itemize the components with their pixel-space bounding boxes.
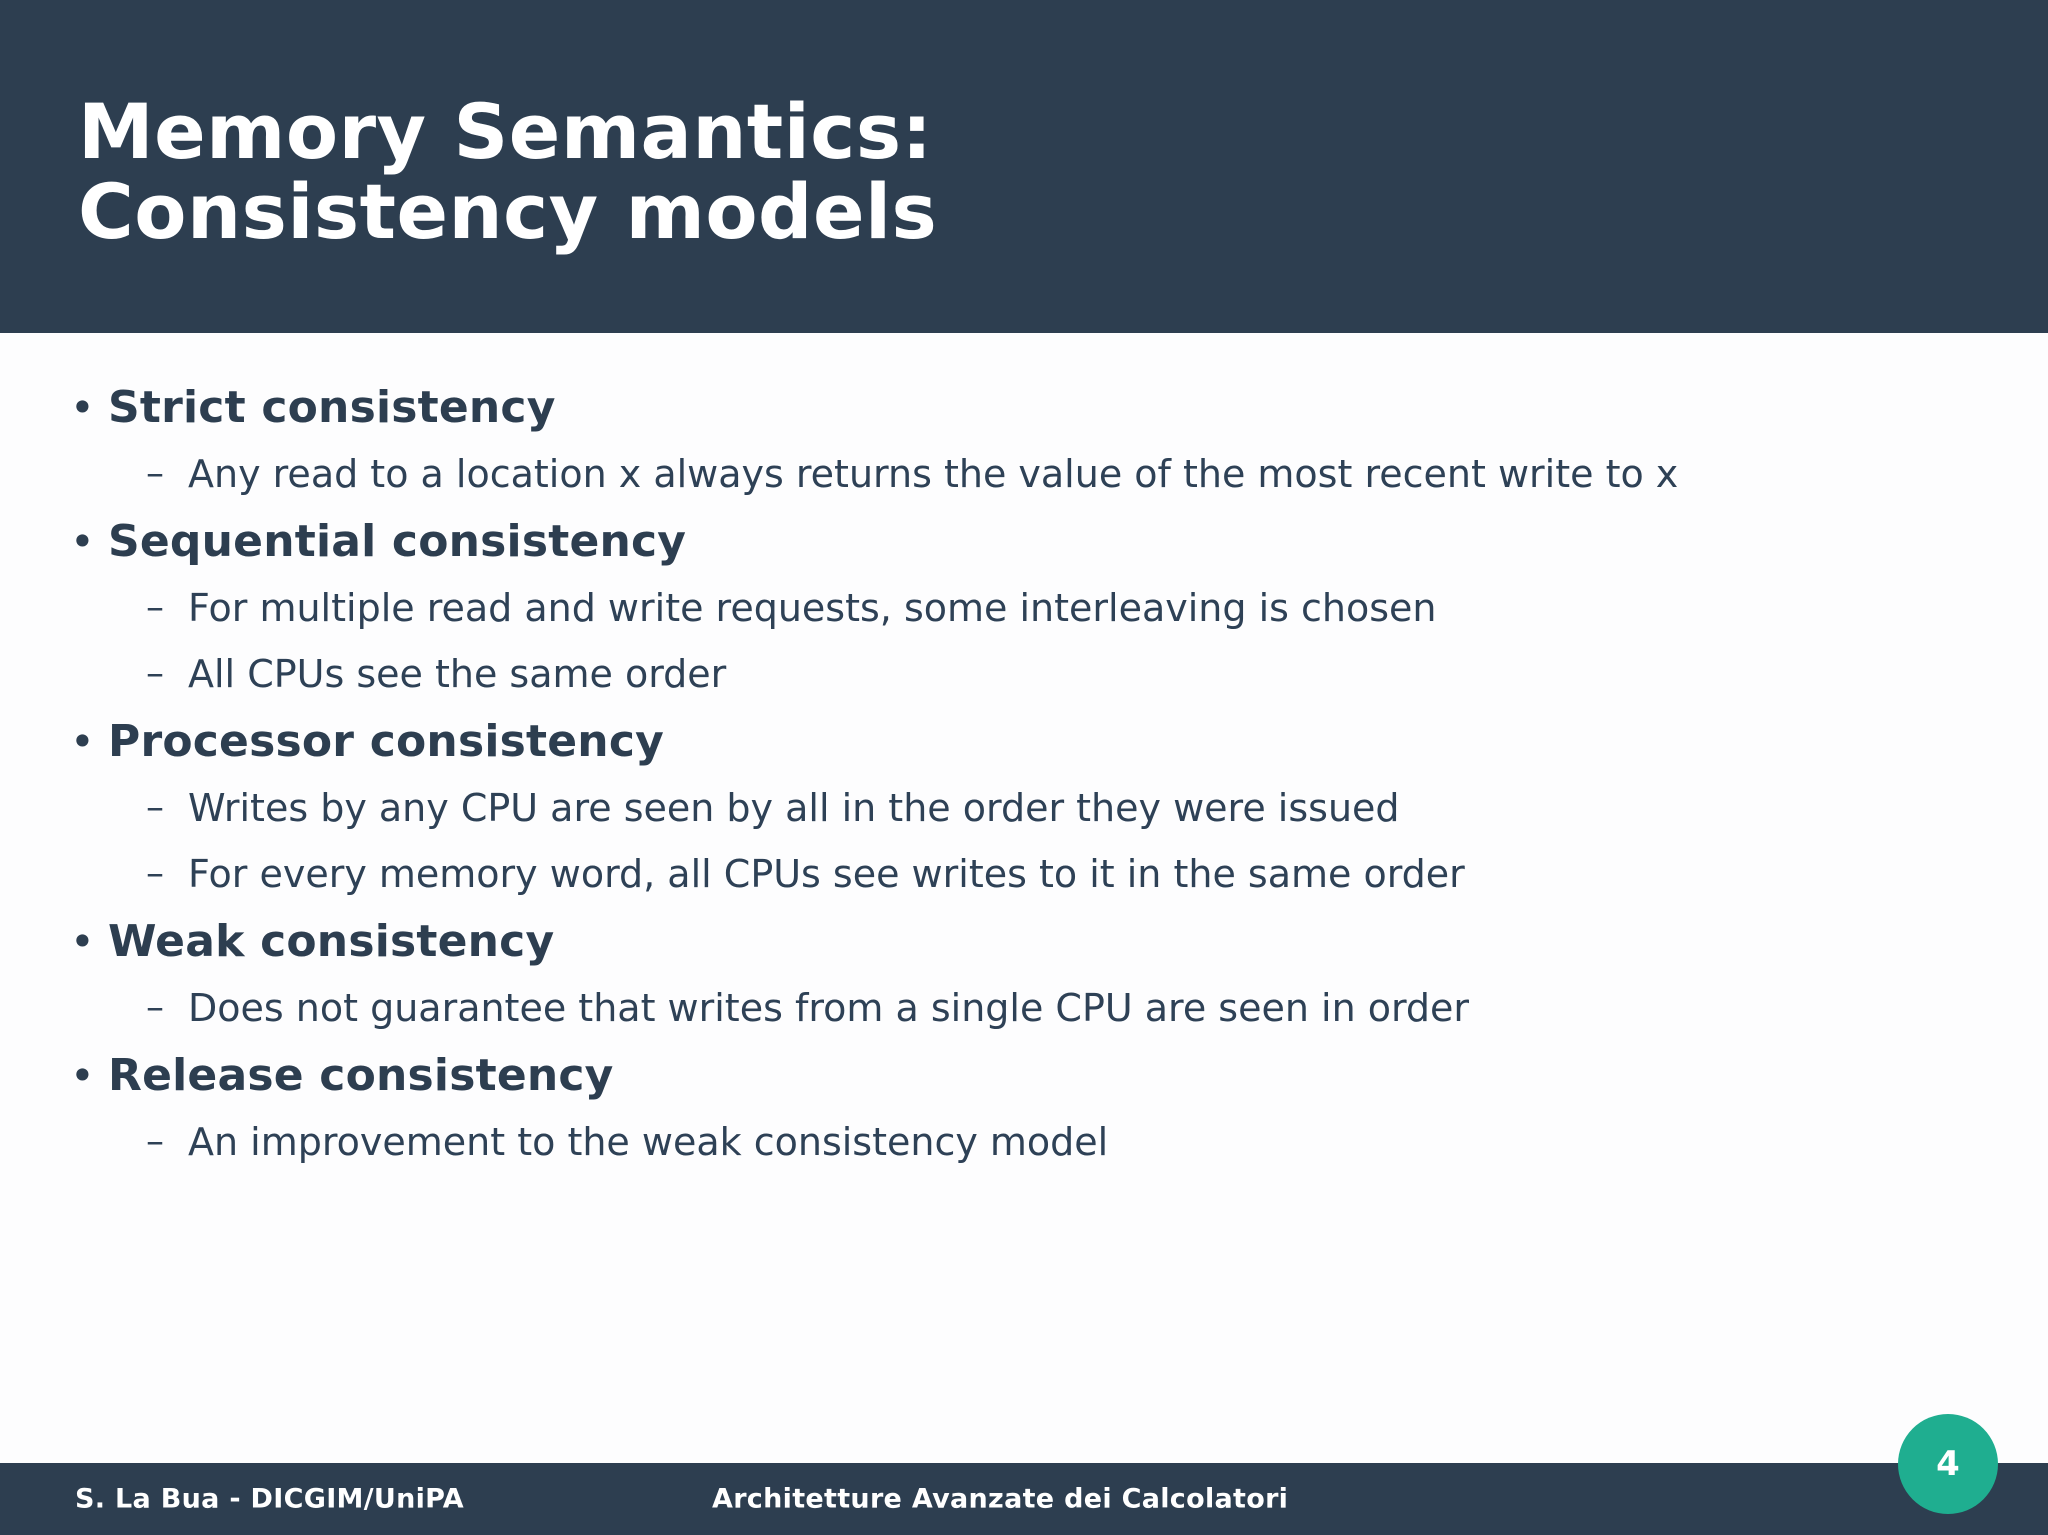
- bullet-heading: Processor consistency: [108, 716, 664, 767]
- list-item: – All CPUs see the same order: [60, 645, 1988, 703]
- bullet-group-weak-consistency: • Weak consistency – Does not guarantee …: [60, 911, 1988, 1037]
- bullet-subtext: An improvement to the weak consistency m…: [188, 1120, 1109, 1164]
- dash-bullet-icon: –: [146, 1121, 164, 1162]
- page-title-line-1: Memory Semantics:: [78, 87, 933, 177]
- slide-body: • Strict consistency – Any read to a loc…: [0, 333, 2048, 1463]
- page-number: 4: [1936, 1444, 1960, 1484]
- slide-header: Memory Semantics: Consistency models: [0, 0, 2048, 333]
- list-item: – An improvement to the weak consistency…: [60, 1113, 1988, 1171]
- bullet-subtext: For multiple read and write requests, so…: [188, 586, 1437, 630]
- bullet-dot-icon: •: [70, 717, 95, 766]
- bullet-heading: Weak consistency: [108, 916, 555, 967]
- list-item: • Weak consistency: [60, 911, 1988, 973]
- bullet-group-release-consistency: • Release consistency – An improvement t…: [60, 1045, 1988, 1171]
- bullet-subtext: Does not guarantee that writes from a si…: [188, 986, 1470, 1030]
- footer-author: S. La Bua - DICGIM/UniPA: [75, 1483, 464, 1515]
- list-item: • Sequential consistency: [60, 511, 1988, 573]
- bullet-dot-icon: •: [70, 383, 95, 432]
- bullet-subtext: Writes by any CPU are seen by all in the…: [188, 786, 1400, 830]
- bullet-group-sequential-consistency: • Sequential consistency – For multiple …: [60, 511, 1988, 703]
- dash-bullet-icon: –: [146, 987, 164, 1028]
- bullet-subtext: Any read to a location x always returns …: [188, 452, 1679, 496]
- list-item: – For multiple read and write requests, …: [60, 579, 1988, 637]
- slide-footer: S. La Bua - DICGIM/UniPA Architetture Av…: [0, 1463, 2048, 1535]
- bullet-dot-icon: •: [70, 917, 95, 966]
- dash-bullet-icon: –: [146, 587, 164, 628]
- page-title-line-2: Consistency models: [78, 166, 938, 256]
- bullet-subtext: All CPUs see the same order: [188, 652, 727, 696]
- bullet-heading: Strict consistency: [108, 382, 556, 433]
- bullet-group-strict-consistency: • Strict consistency – Any read to a loc…: [60, 377, 1988, 503]
- bullet-dot-icon: •: [70, 1051, 95, 1100]
- dash-bullet-icon: –: [146, 653, 164, 694]
- bullet-heading: Sequential consistency: [108, 516, 687, 567]
- dash-bullet-icon: –: [146, 853, 164, 894]
- list-item: • Strict consistency: [60, 377, 1988, 439]
- dash-bullet-icon: –: [146, 787, 164, 828]
- bullet-heading: Release consistency: [108, 1050, 614, 1101]
- dash-bullet-icon: –: [146, 453, 164, 494]
- bullet-subtext: For every memory word, all CPUs see writ…: [188, 852, 1465, 896]
- list-item: • Processor consistency: [60, 711, 1988, 773]
- list-item: – Any read to a location x always return…: [60, 445, 1988, 503]
- bullet-dot-icon: •: [70, 517, 95, 566]
- footer-course-title: Architetture Avanzate dei Calcolatori: [712, 1483, 1289, 1515]
- page-number-badge: 4: [1898, 1414, 1998, 1514]
- list-item: – Writes by any CPU are seen by all in t…: [60, 779, 1988, 837]
- list-item: – For every memory word, all CPUs see wr…: [60, 845, 1988, 903]
- list-item: • Release consistency: [60, 1045, 1988, 1107]
- list-item: – Does not guarantee that writes from a …: [60, 979, 1988, 1037]
- bullet-group-processor-consistency: • Processor consistency – Writes by any …: [60, 711, 1988, 903]
